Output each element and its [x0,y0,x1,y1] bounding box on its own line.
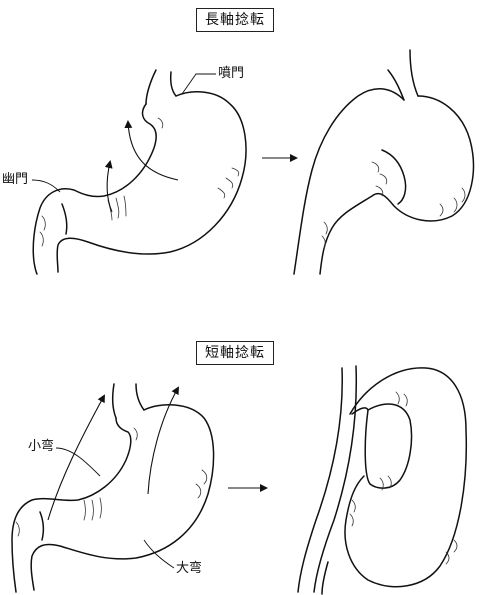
long-axis-volvulus-title: 長軸捻転 [196,8,274,32]
rotated-stomach-long-axis [293,49,475,275]
cardia-label: 噴門 [218,66,245,81]
greater-curvature-label: 大弯 [176,561,203,576]
normal-stomach-long-axis [31,69,247,275]
rotated-stomach-short-axis [297,365,468,595]
short-axis-volvulus-title: 短軸捻転 [196,341,274,365]
lesser-curvature-label: 小弯 [28,439,55,454]
normal-stomach-short-axis [11,383,215,593]
pylorus-label: 幽門 [2,172,29,187]
